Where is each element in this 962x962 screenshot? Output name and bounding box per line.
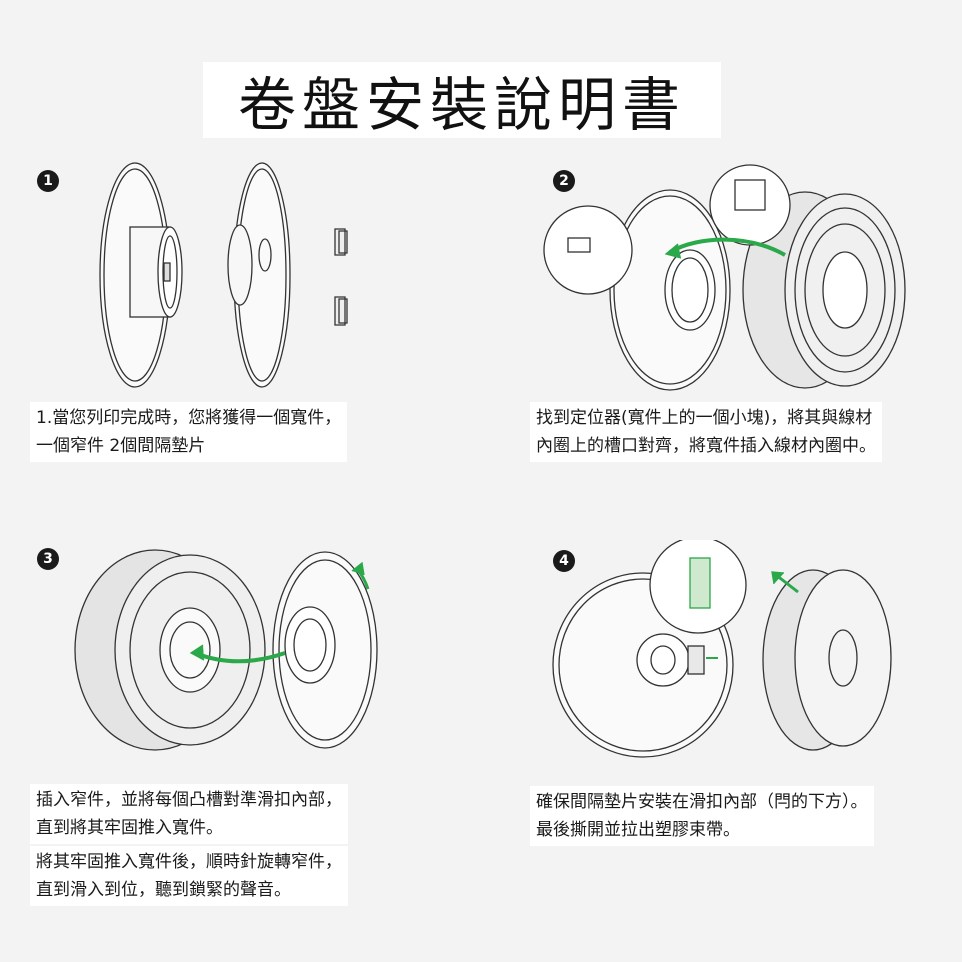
narrow-part-drawing	[227, 162, 291, 388]
wide-part-drawing	[99, 162, 183, 388]
insert-arrow-head	[189, 644, 205, 661]
step-3-line-3: 將其牢固推入寬件後，順時針旋轉窄件，	[36, 852, 342, 872]
step-3-line-4: 直到滑入到位，聽到鎖緊的聲音。	[36, 880, 291, 900]
step-3-illustration	[74, 549, 378, 751]
insert-arrow-head	[664, 243, 682, 259]
step-1-caption: 1.當您列印完成時，您將獲得一個寬件， 一個窄件 2個間隔墊片	[30, 402, 348, 462]
step-4-line-1: 確保間隔墊片安裝在滑扣內部（閂的下方）。	[536, 792, 868, 812]
zoom-detail-circle-left	[543, 205, 633, 295]
rotate-arrow-head	[351, 561, 365, 576]
notch-detail	[734, 179, 766, 211]
title-box: 卷盤安裝說明書	[203, 62, 721, 139]
step-4-caption: 確保間隔墊片安裝在滑扣內部（閂的下方）。 最後撕開並拉出塑膠束帶。	[530, 786, 874, 846]
step-2-line-1: 找到定位器(寬件上的一個小塊)，將其與線材	[536, 408, 873, 428]
spacer-pads-drawing	[334, 228, 348, 326]
step-3-badge: 3	[37, 548, 59, 570]
strap-arrow	[775, 573, 799, 594]
step-3-line-2: 直到將其牢固推入寬件。	[36, 818, 223, 838]
step-3-line-1: 插入窄件，並將每個凸槽對準滑扣內部，	[36, 790, 342, 810]
step-3-caption-b: 將其牢固推入寬件後，順時針旋轉窄件， 直到滑入到位，聽到鎖緊的聲音。	[30, 846, 348, 906]
zoom-detail-circle-right	[709, 164, 791, 246]
page-title: 卷盤安裝說明書	[237, 71, 686, 139]
insert-arrow	[669, 237, 786, 257]
narrow-part-drawing	[272, 551, 378, 749]
strap-arrow-head	[771, 571, 785, 585]
step-1-line-1: 1.當您列印完成時，您將獲得一個寬件，	[36, 408, 342, 428]
step-1-line-2: 一個窄件 2個間隔墊片	[36, 436, 206, 456]
step-2-line-2: 內圈上的槽口對齊，將寬件插入線材內圈中。	[536, 436, 876, 456]
step-1-illustration	[99, 162, 348, 388]
filament-spool-drawing	[762, 569, 892, 751]
spacer-detail	[689, 557, 711, 609]
step-2-caption: 找到定位器(寬件上的一個小塊)，將其與線材 內圈上的槽口對齊，將寬件插入線材內圈…	[530, 402, 882, 462]
locator-block-detail	[567, 237, 591, 253]
step-1-badge: 1	[37, 170, 59, 192]
step-4-line-2: 最後撕開並拉出塑膠束帶。	[536, 820, 740, 840]
wide-part-drawing	[609, 189, 731, 391]
step-2-illustration	[543, 164, 906, 391]
filament-coil-drawing	[74, 549, 266, 751]
step-3-caption-a: 插入窄件，並將每個凸槽對準滑扣內部， 直到將其牢固推入寬件。	[30, 784, 348, 844]
step-4-illustration	[552, 540, 892, 758]
step-2-badge: 2	[553, 170, 575, 192]
filament-coil-drawing	[742, 191, 906, 389]
step-4-badge: 4	[553, 550, 575, 572]
